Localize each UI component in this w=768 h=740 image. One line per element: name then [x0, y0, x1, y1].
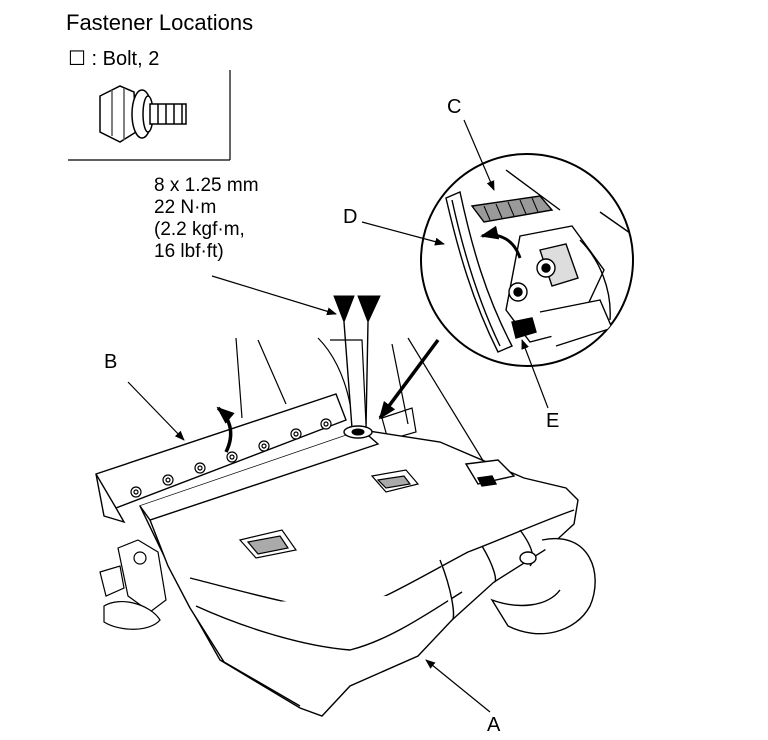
- bracket-bolt-holes: [131, 419, 331, 497]
- leader-b: [128, 382, 185, 441]
- cushion-underside-roll: [492, 539, 595, 634]
- detail-pointer-arrow: [380, 340, 438, 420]
- hinge-bracket-b: [96, 394, 346, 522]
- seat-cushion-a: [140, 430, 578, 716]
- legend-box: [68, 70, 230, 160]
- seat-back-frame: [236, 338, 490, 472]
- trim-panel-d: [446, 192, 512, 352]
- magnified-detail: [421, 154, 640, 366]
- torque-spec-nm: 22 N·m: [154, 197, 217, 218]
- bolt-symbol-icon: ☐: [68, 48, 86, 70]
- torque-spec-thread: 8 x 1.25 mm: [154, 175, 259, 196]
- torque-spec-lbfft: 16 lbf·ft): [154, 241, 224, 262]
- bolt-legend: ☐ : Bolt, 2: [68, 46, 159, 71]
- leader-spec: [212, 276, 337, 316]
- floor-mount-parts: [100, 540, 166, 629]
- leader-c: [464, 120, 494, 191]
- bolt-illustration-icon: [100, 86, 186, 142]
- clip-e: [512, 318, 536, 338]
- fastener-locations-title: Fastener Locations: [66, 10, 254, 35]
- bolt-legend-text: : Bolt, 2: [91, 48, 160, 70]
- callout-label-e: E: [546, 410, 560, 432]
- cushion-handle-pockets: [240, 470, 418, 558]
- callout-label-a: A: [487, 714, 501, 736]
- latch-cover-c: [472, 196, 552, 222]
- callout-label-c: C: [447, 96, 462, 118]
- torque-spec-kgfm: (2.2 kgf·m,: [154, 219, 245, 240]
- hinge-bolt-markers: [334, 296, 380, 438]
- callout-label-d: D: [343, 206, 358, 228]
- callout-label-b: B: [104, 351, 118, 373]
- leader-d: [362, 222, 445, 246]
- leader-lines: [128, 120, 548, 712]
- bracket-lift-arrow: [216, 408, 235, 452]
- leader-a: [425, 659, 490, 712]
- leader-e: [522, 339, 548, 408]
